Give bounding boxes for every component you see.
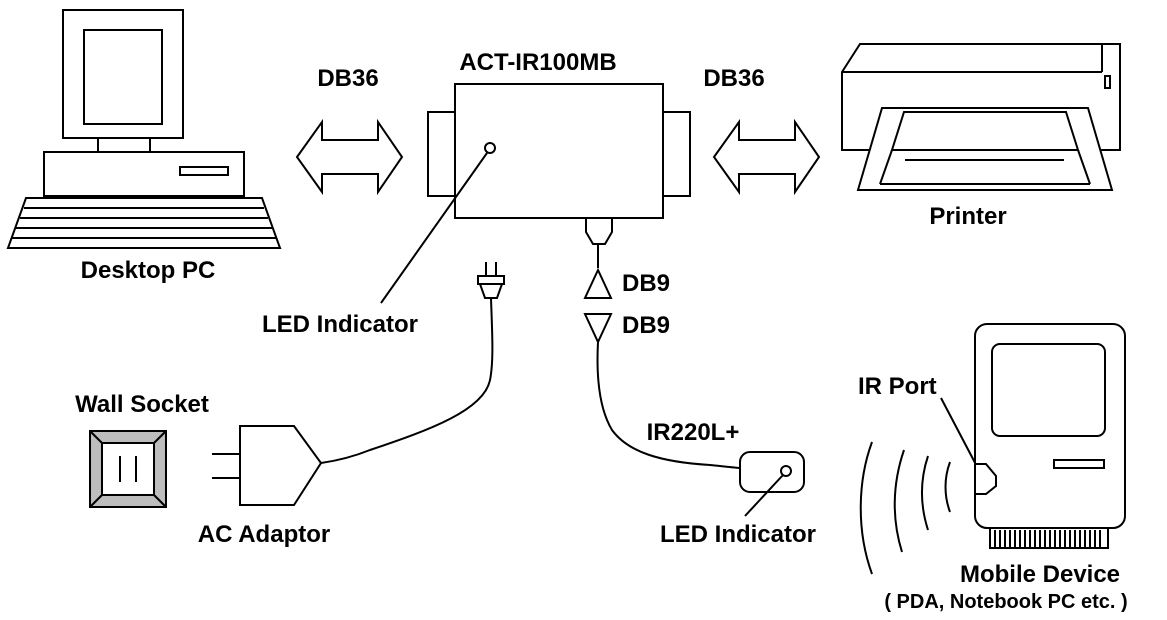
db36-left-label: DB36 — [317, 65, 378, 92]
desktop-pc-label: Desktop PC — [81, 257, 216, 284]
mobile-device-label: Mobile Device — [960, 561, 1120, 588]
led-indicator-icon — [484, 142, 496, 154]
ir220l-body — [739, 451, 805, 493]
mobile-device-icon — [974, 323, 1126, 549]
db9-bottom-label: DB9 — [622, 312, 670, 339]
db9-top-label: DB9 — [622, 270, 670, 297]
ir-port-icon — [974, 463, 997, 495]
right-db36-connector — [659, 111, 691, 197]
connector-pins — [994, 530, 1101, 548]
keyboard — [6, 197, 282, 249]
monitor-stand — [97, 137, 151, 153]
mobile-slot — [1053, 459, 1105, 469]
printer-icon — [841, 43, 1121, 191]
paper-tray-inner — [890, 111, 1080, 151]
bidirectional-arrow-left — [295, 118, 404, 196]
db9-male-triangle — [583, 267, 613, 299]
ir-port-label: IR Port — [858, 373, 937, 400]
wall-socket-label: Wall Socket — [75, 391, 209, 418]
ir220l-label: IR220L+ — [647, 419, 740, 446]
ir-cable — [596, 341, 742, 469]
ir220l-led-icon — [780, 465, 792, 477]
ac-adaptor-label: AC Adaptor — [198, 521, 330, 548]
desktop-pc-icon — [6, 9, 282, 249]
mobile-device-examples-label: ( PDA, Notebook PC etc. ) — [884, 591, 1127, 613]
power-plug-icon — [477, 262, 505, 299]
adaptor-body — [239, 425, 323, 506]
ir-signal-waves-icon — [859, 441, 951, 575]
db9-port — [585, 217, 613, 245]
ac-adaptor-icon — [212, 425, 323, 506]
plug-head — [477, 275, 505, 285]
floppy-slot — [179, 166, 229, 176]
act-ir100mb-device-icon — [427, 83, 691, 245]
left-db36-connector — [427, 111, 459, 197]
socket-face — [101, 442, 155, 496]
ir220l-device-icon — [739, 451, 805, 493]
wall-socket-icon — [89, 430, 167, 508]
db9-female-triangle — [583, 313, 613, 345]
monitor-screen — [83, 29, 163, 125]
power-cable — [320, 297, 494, 464]
led-indicator-main-label: LED Indicator — [262, 311, 418, 338]
mobile-screen — [991, 343, 1106, 437]
printer-button — [1104, 75, 1111, 89]
bidirectional-arrow-right — [712, 118, 821, 196]
plug-body — [478, 283, 504, 299]
led-indicator-ir-label: LED Indicator — [660, 521, 816, 548]
printer-label: Printer — [929, 203, 1006, 230]
db36-right-label: DB36 — [703, 65, 764, 92]
device-name-label: ACT-IR100MB — [459, 49, 616, 76]
